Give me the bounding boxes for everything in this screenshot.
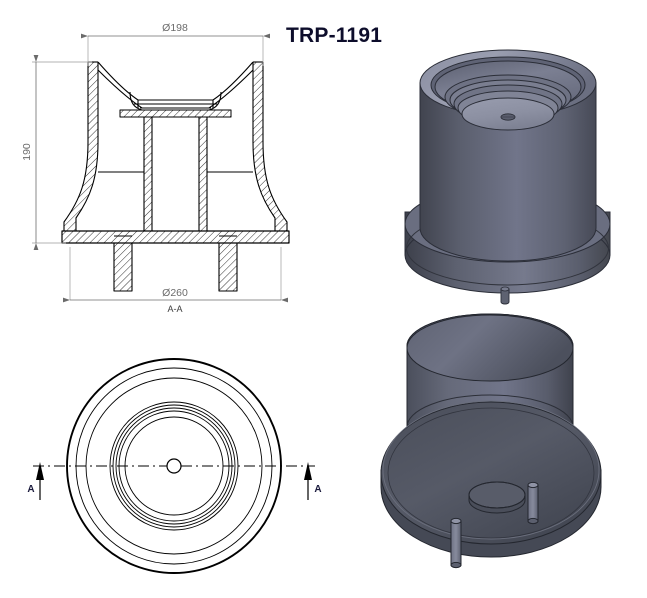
dimension-top-diameter-label: Ø198	[162, 22, 188, 34]
page-title: TRP-1191	[286, 24, 383, 47]
section-marker-right-label: A	[314, 484, 321, 495]
dimension-flange-diameter-label: Ø260	[162, 287, 188, 299]
dimension-top-diameter: Ø198	[81, 22, 270, 66]
section-marker-left: A	[27, 462, 44, 500]
section-geometry	[61, 61, 290, 292]
top-render-geometry	[404, 49, 611, 305]
dimension-overall-height-label: 190	[21, 143, 33, 161]
dimension-overall-height: 190	[21, 55, 92, 250]
dimension-flange-diameter: Ø260 A-A	[63, 247, 288, 314]
section-view-label: A-A	[167, 304, 182, 314]
section-marker-left-label: A	[27, 484, 34, 495]
section-marker-right: A	[304, 462, 322, 500]
bottom-render-geometry	[380, 313, 602, 569]
